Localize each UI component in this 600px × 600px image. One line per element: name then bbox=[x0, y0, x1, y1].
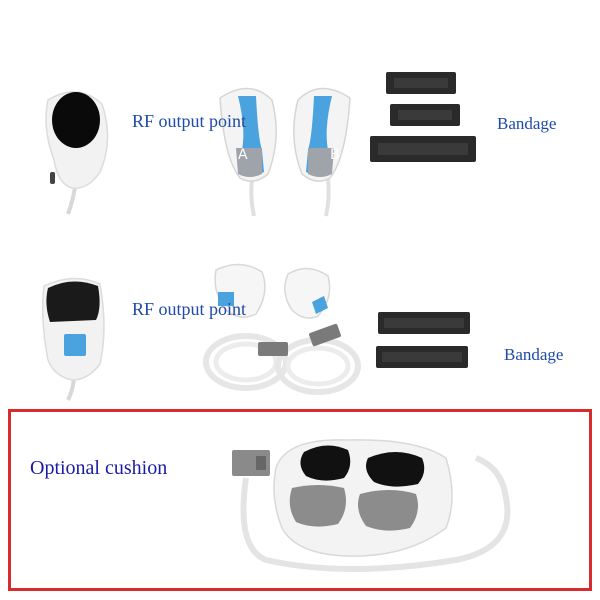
pad-a-label: A bbox=[238, 147, 248, 163]
rf-pads-ab-illustration bbox=[219, 87, 351, 217]
pad-b-label: B bbox=[330, 147, 340, 163]
optional-cushion-frame bbox=[8, 409, 592, 591]
bandage-straps-2-illustration bbox=[376, 312, 470, 368]
rf-output-point-label-top: RF output point bbox=[132, 111, 247, 131]
bandage-label-bottom: Bandage bbox=[504, 345, 564, 364]
optional-cushion-label: Optional cushion bbox=[30, 457, 168, 479]
rf-pads-coiled-illustration bbox=[203, 263, 361, 395]
rf-output-point-label-bottom: RF output point bbox=[132, 299, 247, 319]
bandage-straps-1-illustration bbox=[370, 72, 476, 162]
rf-handle-1-illustration bbox=[45, 91, 109, 215]
rf-handle-2-illustration bbox=[41, 277, 105, 401]
cushion-illustration bbox=[232, 439, 511, 572]
bandage-label-top: Bandage bbox=[497, 114, 557, 133]
